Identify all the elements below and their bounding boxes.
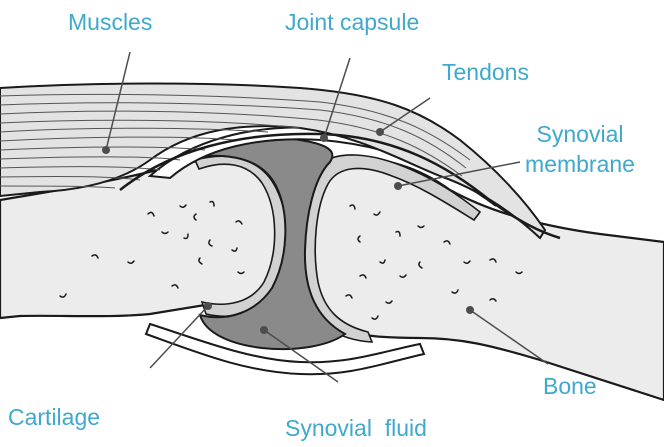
- label-tendons: Tendons: [442, 58, 529, 86]
- dot-tendons: [376, 128, 384, 136]
- label-synovial-membrane-line2: membrane: [500, 150, 660, 178]
- dot-synovial-fluid: [260, 326, 268, 334]
- label-joint-capsule: Joint capsule: [285, 8, 419, 36]
- dot-muscles: [102, 146, 110, 154]
- label-cartilage: Cartilage: [8, 403, 100, 431]
- dot-synovial-membrane: [394, 182, 402, 190]
- dot-bone: [466, 306, 474, 314]
- label-synovial-membrane-line1: Synovial: [500, 120, 660, 148]
- dot-joint-capsule: [320, 134, 328, 142]
- label-muscles: Muscles: [68, 8, 152, 36]
- label-synovial-fluid: Synovial fluid: [285, 414, 427, 442]
- label-bone: Bone: [543, 372, 597, 400]
- dot-cartilage: [204, 302, 212, 310]
- label-synovial-membrane: Synovial membrane: [500, 120, 660, 178]
